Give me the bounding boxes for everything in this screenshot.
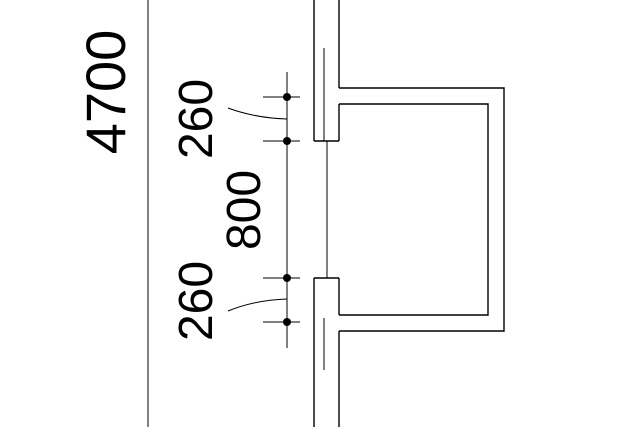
dimension-extension-ticks bbox=[263, 96, 300, 323]
leader-line-upper bbox=[227, 107, 288, 120]
wall-lower-segment bbox=[314, 277, 340, 427]
leader-line-lower bbox=[227, 298, 288, 312]
dimension-label-total: 4700 bbox=[74, 30, 137, 155]
bump-out-inner bbox=[339, 103, 489, 316]
dimension-label-lower: 260 bbox=[170, 261, 223, 341]
dimension-dot bbox=[283, 274, 291, 282]
dimension-label-upper: 260 bbox=[170, 79, 223, 159]
bump-out-outer bbox=[339, 87, 505, 332]
dimension-markers bbox=[283, 93, 291, 326]
dimension-label-opening: 800 bbox=[218, 170, 271, 250]
wall-upper-segment bbox=[314, 0, 340, 142]
dimension-dot bbox=[283, 137, 291, 145]
dimension-dot bbox=[283, 318, 291, 326]
wall-left-faces bbox=[313, 0, 325, 427]
dimension-dot bbox=[283, 93, 291, 101]
